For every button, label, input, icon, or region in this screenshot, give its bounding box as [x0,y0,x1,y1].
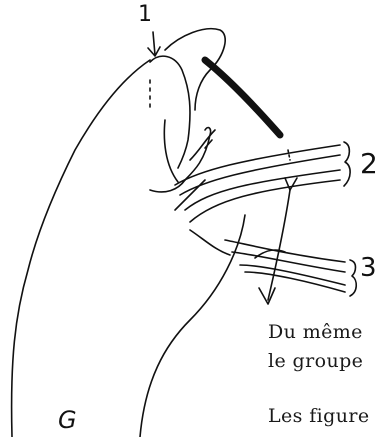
label-1: 1 [138,4,152,26]
brace-3 [350,260,356,296]
palm-inner-line [140,215,245,437]
thick-motion-arrow [205,60,280,135]
brace-2 [344,142,350,186]
caption-line-2: le groupe [268,350,363,372]
finger-fold-2 [190,130,215,160]
label-3: 3 [360,255,377,281]
hand-outline [12,60,150,437]
strap-3-line-c [240,265,345,285]
index-finger-inner [164,120,178,182]
index-finger [150,56,190,168]
strap-3-line-a [225,240,345,262]
strap-2-line-b [180,155,340,195]
label-g: G [58,408,77,432]
palm-curve [190,230,230,255]
strap-2-tick-b [288,150,290,160]
caption-line-3: Les figure [268,405,370,427]
label-2: 2 [360,150,378,178]
long-arrow-shaft [268,190,290,300]
long-arrow-head-2 [285,178,297,190]
strap-2-line-d [190,180,340,222]
arrow-1-shaft [153,32,155,55]
strap-3-line-b [232,252,345,272]
caption-line-1: Du même [268,321,363,343]
strap-2-line-c [185,170,340,210]
strap-2-line-a [175,145,340,185]
long-arrow-head [259,288,275,304]
